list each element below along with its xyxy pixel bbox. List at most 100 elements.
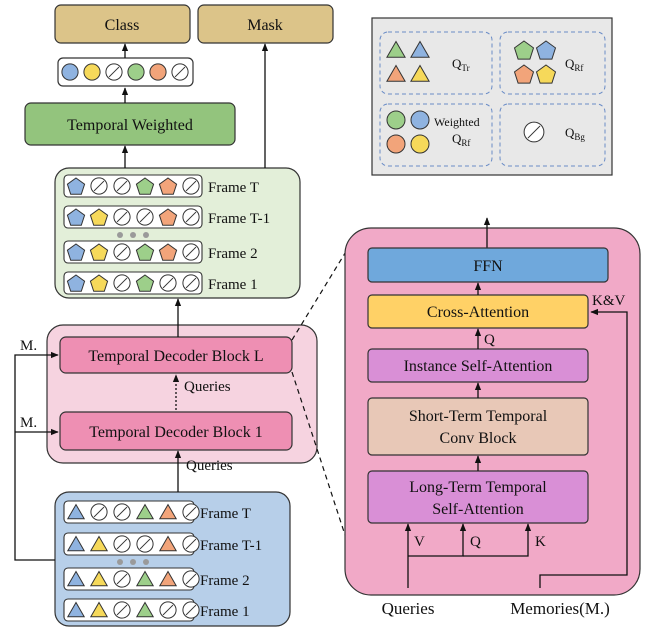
blue-triangle-icon (410, 40, 430, 58)
kv-label: K&V (592, 293, 626, 309)
orange-triangle-icon (158, 503, 178, 520)
legend-q-bg-group (499, 103, 606, 167)
null-query-slash (185, 604, 197, 616)
blue-triangle-icon (66, 503, 86, 520)
ffn-box (367, 247, 609, 283)
null-query-slash (116, 506, 128, 518)
orange-pentagon-icon (158, 177, 178, 195)
green-triangle-icon (135, 601, 155, 618)
frame-label: Frame 2 (208, 246, 258, 262)
frame-label: Frame 1 (208, 277, 258, 293)
memory-label-bottom: M. (20, 415, 37, 431)
frame-label: Frame T (208, 180, 259, 196)
decoder-block-1-label: Temporal Decoder Block 1 (89, 424, 262, 441)
blue-pentagon-icon (66, 274, 86, 292)
legend-q-rf-group (499, 31, 606, 95)
short-term-line-1: Short-Term Temporal (409, 408, 548, 425)
decoder-block-l-label: Temporal Decoder Block L (88, 348, 263, 365)
short-term-line-2: Conv Block (440, 430, 517, 447)
green-pentagon-icon (135, 177, 155, 195)
zoom-line-top (291, 244, 351, 341)
class-box (54, 4, 191, 44)
null-query-slash (139, 538, 151, 550)
v-input-label: V (414, 534, 425, 550)
legend-q-rf-label: QRf (565, 56, 583, 73)
null-query-slash (116, 211, 128, 223)
legend-weighted-q-rf-label: QRf (452, 131, 470, 148)
frame-token-row (63, 174, 203, 198)
ellipsis-dot (143, 559, 149, 565)
ellipsis-dot (130, 232, 136, 238)
yellow-pentagon-icon (535, 64, 557, 84)
yellow-triangle-icon (89, 601, 109, 618)
memory-bracket-line (14, 351, 59, 561)
mask-box (197, 4, 334, 44)
orange-triangle-icon (158, 570, 178, 587)
orange-circle-icon (149, 63, 167, 81)
long-term-line-2: Self-Attention (432, 501, 524, 518)
green-pentagon-icon (135, 243, 155, 261)
blue-circle-icon (61, 63, 79, 81)
yellow-pentagon-icon (89, 208, 109, 226)
yellow-circle-icon (83, 63, 101, 81)
null-query-slash (185, 277, 197, 289)
yellow-pentagon-icon (89, 243, 109, 261)
legend-q-tr-label: QTr (452, 56, 470, 73)
frame-label: Frame 2 (200, 573, 250, 589)
green-triangle-icon (135, 503, 155, 520)
queries-input-label: Queries (382, 599, 435, 618)
class-label: Class (105, 17, 140, 34)
green-pentagon-icon (135, 274, 155, 292)
memories-input-label: Memories(M.) (510, 599, 610, 618)
frame-label: Frame T-1 (208, 211, 270, 227)
blue-triangle-icon (66, 601, 86, 618)
null-query-slash (116, 604, 128, 616)
temporal-weighted-box (24, 102, 236, 146)
green-circle-icon (127, 63, 145, 81)
null-query-slash (116, 538, 128, 550)
instance-self-attention-label: Instance Self-Attention (404, 358, 553, 375)
decoder-block-1 (59, 411, 293, 451)
null-query-slash (162, 604, 174, 616)
yellow-circle-icon (410, 134, 430, 154)
zoom-line-bottom (291, 371, 346, 536)
blue-circle-icon (410, 110, 430, 130)
ellipsis-dot (130, 559, 136, 565)
decoder-queries-label: Queries (184, 379, 231, 395)
null-query-slash (139, 211, 151, 223)
blue-pentagon-icon (66, 177, 86, 195)
yellow-triangle-icon (89, 535, 109, 552)
legend-q-bg-label: QBg (565, 125, 585, 142)
blue-pentagon-icon (535, 40, 557, 60)
bottom-frame-stack (54, 491, 291, 627)
orange-triangle-icon (158, 535, 178, 552)
mask-label: Mask (247, 17, 283, 34)
yellow-pentagon-icon (89, 274, 109, 292)
green-triangle-icon (386, 40, 406, 58)
ffn-label: FFN (473, 258, 503, 275)
memories-kv-line (539, 308, 628, 588)
orange-circle-icon (386, 134, 406, 154)
frame-token-row (63, 205, 203, 229)
queries-k-branch (463, 523, 532, 557)
long-term-line-1: Long-Term Temporal (409, 479, 547, 496)
legend-weighted-prefix: Weighted (434, 115, 480, 129)
temporal-weighted-label: Temporal Weighted (67, 117, 193, 134)
null-query-slash (185, 506, 197, 518)
blue-triangle-icon (66, 570, 86, 587)
orange-pentagon-icon (158, 243, 178, 261)
legend-shapes (386, 40, 557, 154)
blue-pentagon-icon (66, 208, 86, 226)
null-query-slash (527, 125, 541, 139)
orange-pentagon-icon (158, 208, 178, 226)
frame-token-row (63, 240, 203, 264)
frame-label: Frame 1 (200, 604, 250, 620)
orange-triangle-icon (386, 64, 406, 82)
null-query-slash (185, 573, 197, 585)
ellipsis-dot (143, 232, 149, 238)
top-frame-stack (54, 167, 301, 299)
null-query-slash (108, 66, 120, 78)
null-query-slash (93, 506, 105, 518)
